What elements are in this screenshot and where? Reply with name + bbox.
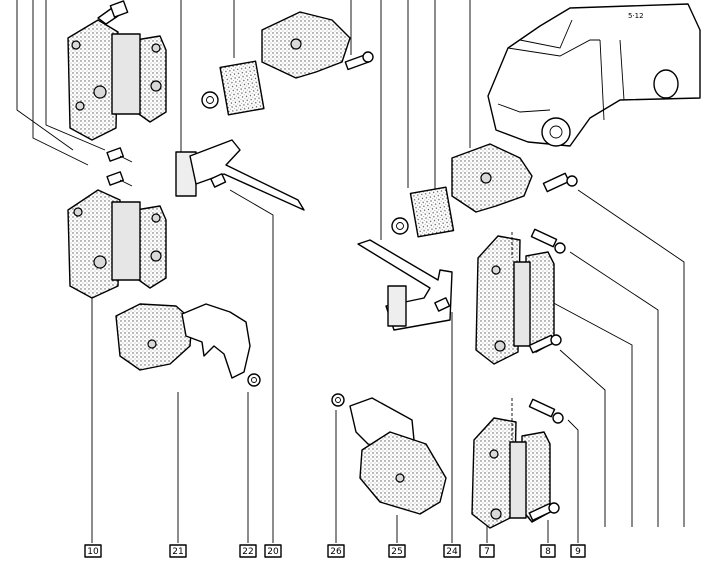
inside-handle-top — [201, 11, 374, 116]
van-illustration: 5·12 — [487, 3, 701, 147]
svg-text:22: 22 — [242, 547, 253, 557]
outside-handle-left — [115, 303, 261, 387]
callout-10: 10 — [84, 544, 102, 558]
callout-21: 21 — [169, 544, 187, 558]
svg-text:7: 7 — [484, 547, 490, 557]
svg-text:8: 8 — [545, 547, 551, 557]
van-marks: 5·12 — [628, 12, 644, 20]
svg-text:9: 9 — [575, 547, 581, 557]
callout-24: 24 — [443, 544, 461, 558]
svg-text:25: 25 — [391, 547, 402, 557]
callout-9: 9 — [570, 544, 586, 558]
svg-text:10: 10 — [87, 547, 99, 557]
svg-text:21: 21 — [172, 547, 183, 557]
hinge-right-upper — [475, 228, 566, 365]
callout-20: 20 — [264, 544, 282, 558]
outside-handle-right — [331, 393, 447, 515]
door-check-strap-right — [357, 239, 453, 331]
callout-22: 22 — [239, 544, 257, 558]
svg-text:24: 24 — [446, 547, 458, 557]
svg-text:26: 26 — [330, 547, 342, 557]
hinge-bolt — [106, 147, 133, 163]
callout-25: 25 — [388, 544, 406, 558]
inside-handle-right — [391, 143, 578, 238]
leader-lines — [16, 0, 685, 543]
hinge-right-lower — [471, 398, 564, 529]
svg-text:20: 20 — [267, 547, 279, 557]
upper-hinge-top-left — [67, 0, 167, 141]
callout-7: 7 — [479, 544, 495, 558]
callout-8: 8 — [540, 544, 556, 558]
hinge-bolt — [106, 171, 133, 187]
callout-26: 26 — [327, 544, 345, 558]
door-check-strap-left — [175, 139, 305, 211]
upper-hinge-left — [67, 147, 167, 299]
